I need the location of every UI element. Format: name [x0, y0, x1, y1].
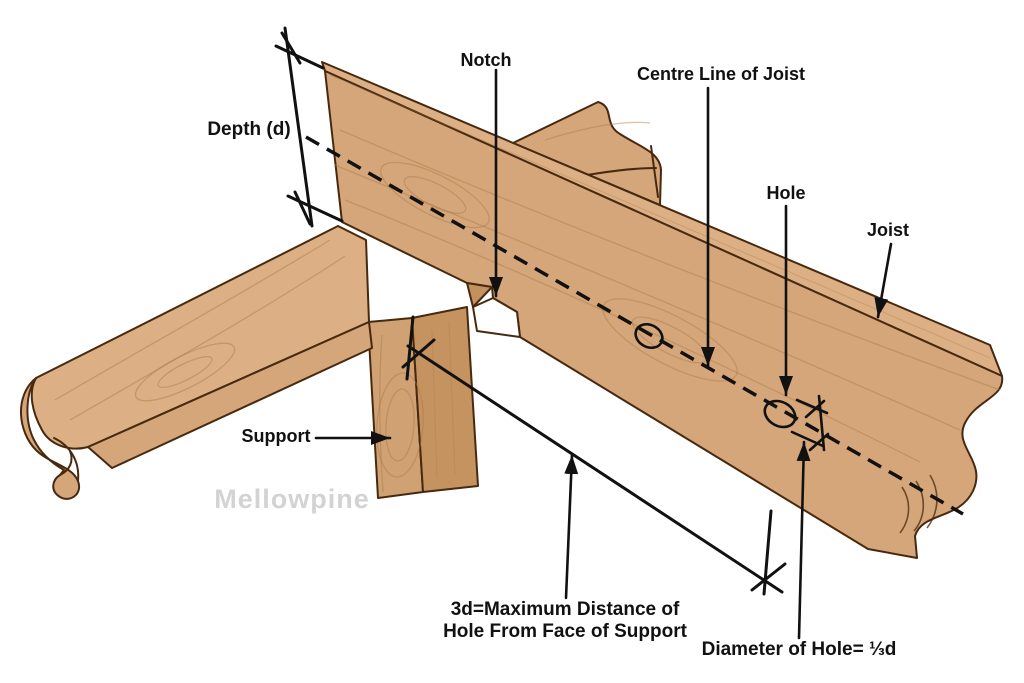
hole-label: Hole: [766, 183, 806, 203]
joist-arrow: [874, 242, 893, 319]
joist-end-grain: [899, 474, 938, 534]
hole-diameter-dimension: [790, 394, 830, 640]
centre-line: [305, 135, 964, 516]
max-distance-label-line1: 3d=Maximum Distance of: [450, 599, 680, 620]
diameter-label: Diameter of Hole= ⅓d: [701, 639, 897, 660]
support-label: Support: [241, 426, 311, 446]
depth-label: Depth (d): [207, 119, 291, 140]
beam-grain: [54, 239, 346, 421]
post-grain: [376, 321, 456, 493]
max-distance-dimension: [401, 315, 787, 600]
beam-break-curl: [20, 377, 81, 500]
centre-line-group: [305, 135, 964, 516]
hole-ellipse: [763, 399, 797, 429]
diameter-arrow: [796, 440, 811, 640]
notch-label: Notch: [460, 50, 512, 70]
support-post-shape: [367, 306, 479, 499]
max-distance-label-line2: Hole From Face of Support: [443, 621, 687, 642]
notch-facet: [466, 282, 493, 308]
centre-line-label: Centre Line of Joist: [636, 64, 806, 84]
support-beam-shape: [20, 225, 373, 500]
depth-dimension: [274, 26, 344, 228]
notch-void: [472, 297, 521, 338]
joist-label: Joist: [866, 220, 910, 240]
watermark: Mellowpine: [214, 484, 370, 514]
max-distance-arrow: [564, 453, 579, 600]
